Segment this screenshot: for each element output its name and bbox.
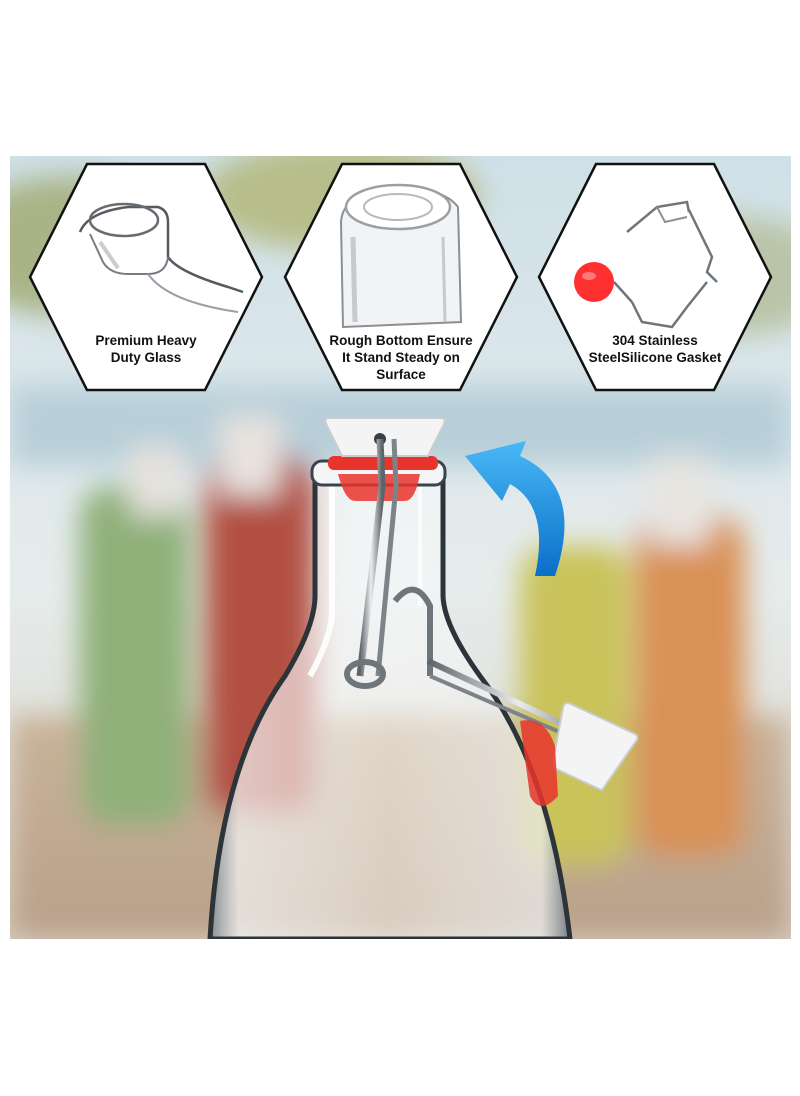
feature-card-glass: Premium Heavy Duty Glass	[28, 162, 264, 392]
feature-card-bottom: Rough Bottom Ensure It Stand Steady on S…	[283, 162, 519, 392]
feature-label-line: SteelSilicone Gasket	[588, 350, 722, 365]
feature-label-line: It Stand Steady on	[342, 350, 460, 365]
feature-label-clasp: 304 Stainless SteelSilicone Gasket	[537, 332, 773, 366]
curved-up-arrow-icon	[465, 441, 565, 576]
hexagon-frame	[283, 162, 519, 392]
hexagon-frame	[28, 162, 264, 392]
feature-label-line: Surface	[376, 367, 426, 382]
feature-label-line: 304 Stainless	[612, 333, 698, 348]
hexagon-frame	[537, 162, 773, 392]
feature-label-line: Duty Glass	[110, 350, 182, 365]
feature-label-line: Premium Heavy	[95, 333, 197, 348]
feature-label-line: Rough Bottom Ensure	[329, 333, 473, 348]
wire-clasp-gasket-icon	[574, 200, 718, 329]
swing-top-bottle-icon	[207, 417, 639, 939]
feature-label-glass: Premium Heavy Duty Glass	[28, 332, 264, 366]
glass-bottle-neck-icon	[78, 202, 244, 313]
feature-card-clasp: 304 Stainless SteelSilicone Gasket	[537, 162, 773, 392]
bottle-bottom-icon	[339, 183, 463, 329]
feature-label-bottom: Rough Bottom Ensure It Stand Steady on S…	[283, 332, 519, 383]
